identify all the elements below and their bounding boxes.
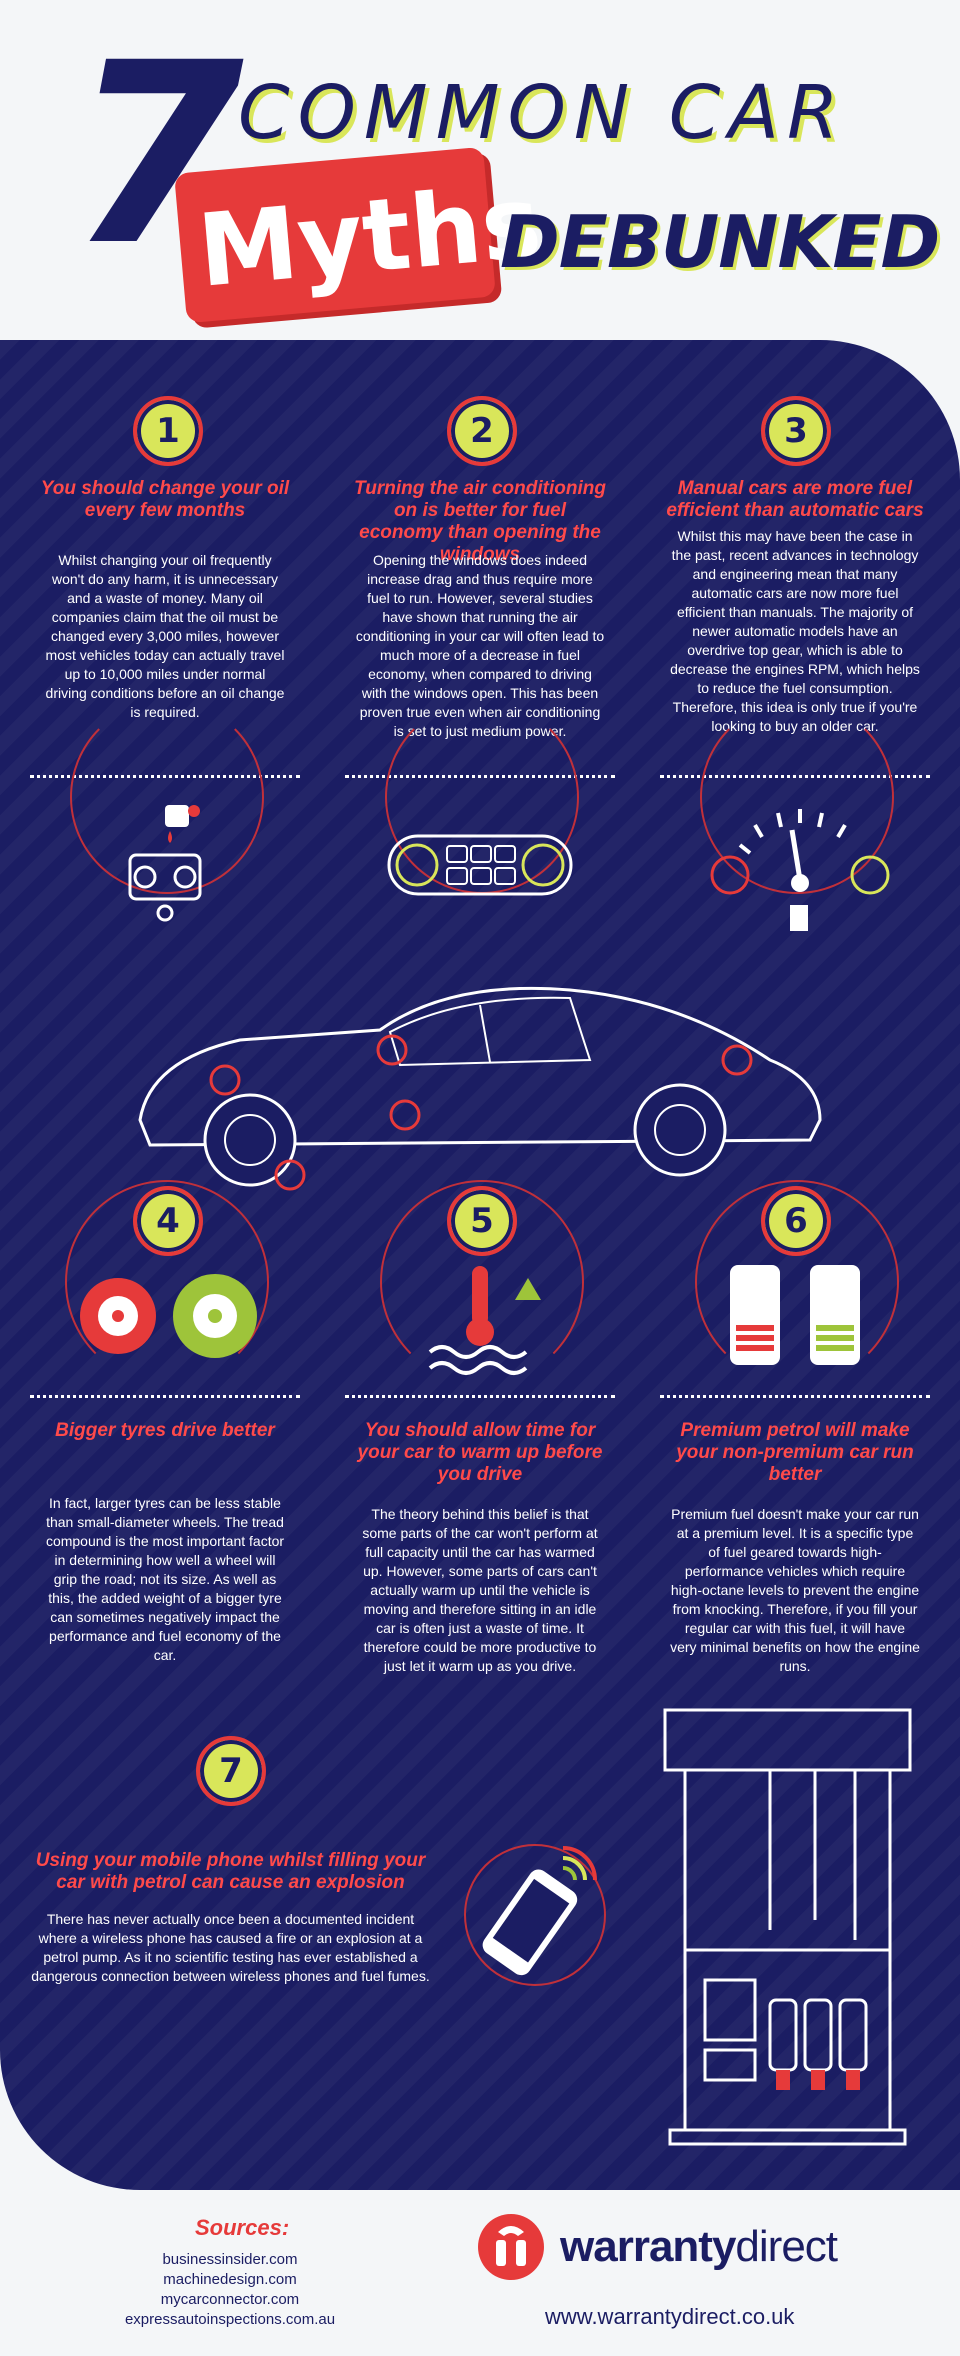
myth-3-title: Manual cars are more fuel efficient than… [666,478,924,521]
myth-6-body: Premium fuel doesn't make your car run a… [670,1506,920,1674]
myth-2-title: Turning the air conditioning on is bette… [354,478,606,565]
divider [660,1395,930,1398]
fuel-pumps-icon [730,1265,860,1365]
mobile-phone-icon [464,1844,606,1986]
myth-7-number: 7 [196,1736,266,1806]
brand-logo-icon [478,2214,544,2280]
car-illustration [138,986,822,1191]
brand-name: warrantydirect [560,2222,838,2271]
source-link[interactable]: mycarconnector.com [160,2291,300,2308]
icon-frame [380,1180,584,1384]
myth-4-body: In fact, larger tyres can be less stable… [45,1495,285,1663]
divider [345,1395,615,1398]
footer [0,2190,960,2356]
myth-5-title: You should allow time for your car to wa… [357,1420,603,1485]
temperature-icon [428,1266,541,1375]
myth-1-title: You should change your oil every few mon… [40,478,290,521]
sources-title: Sources: [195,2215,290,2240]
icon-frame [700,700,894,894]
divider [30,1395,300,1398]
myth-1-number: 1 [133,396,203,466]
petrol-pump-illustration [663,1708,912,2146]
myth-4-title: Bigger tyres drive better [55,1420,275,1441]
brand-mark-icon [496,2226,526,2266]
tyres-icon [80,1274,257,1358]
myth-2-body: Opening the windows does indeed increase… [355,552,605,739]
myth-3-number: 3 [761,396,831,466]
icon-frame [695,1180,899,1384]
engine-oil-icon [128,805,202,922]
myth-6-title: Premium petrol will make your non-premiu… [676,1420,914,1485]
myth-2-number: 2 [447,396,517,466]
icon-frame [65,1180,269,1384]
myth-5-body: The theory behind this belief is that so… [362,1506,598,1674]
icon-frame [70,700,264,894]
source-link[interactable]: machinedesign.com [163,2271,297,2288]
source-link[interactable]: expressautoinspections.com.au [124,2311,336,2328]
air-conditioning-icon [387,834,573,896]
title-line-2: DEBUNKED [500,200,940,284]
title-line-1: COMMON CAR [238,70,847,156]
myth-7-body: There has never actually once been a doc… [31,1911,430,1984]
fuel-gauge-icon [710,809,890,931]
myth-1-body: Whilst changing your oil frequently won'… [45,552,285,720]
myth-7-title: Using your mobile phone whilst filling y… [35,1850,426,1893]
source-link[interactable]: businessinsider.com [162,2251,298,2268]
brand-url[interactable]: www.warrantydirect.co.uk [545,2304,795,2329]
